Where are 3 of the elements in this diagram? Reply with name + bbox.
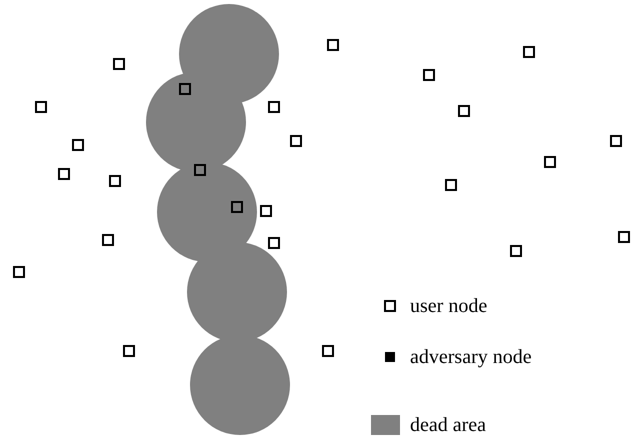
legend-label: dead area [410, 414, 486, 436]
legend-label: adversary node [410, 346, 532, 368]
legend-label: user node [410, 295, 488, 317]
